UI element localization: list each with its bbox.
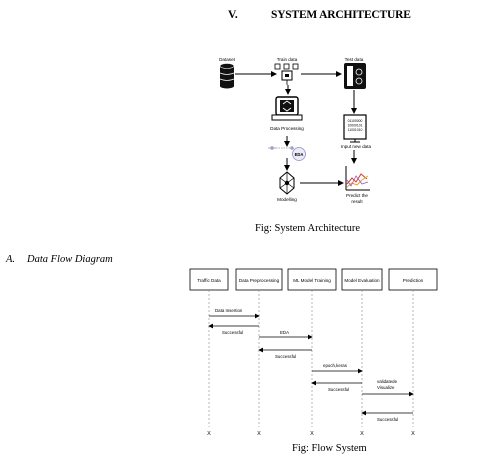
predict-label-line1: Predict the [346,193,368,198]
test-data-icon [344,63,366,89]
end-mark-data-preprocessing: X [257,431,261,437]
message-data-insertion: Data Insertion [215,308,243,313]
flow-system-diagram: Traffic Data Data Preprocessing ML Model… [189,268,438,437]
end-mark-model-evaluation: X [360,431,364,437]
binary-line-2: 10000101 [347,124,362,128]
binary-line-1: 01100000 [348,119,363,123]
section-number: V. [228,9,238,21]
section-title: SYSTEM ARCHITECTURE [271,9,411,21]
message-successful-3: Successful [328,387,349,392]
lane-label-model-evaluation: Model Evaluation [344,278,380,283]
input-data-icon [343,114,367,143]
message-validatede: validatede [377,379,398,384]
line-chart-icon [345,166,370,191]
message-successful-2: Successful [275,354,296,359]
data-processing-label: Data Processing [270,126,304,131]
modelling-icon [279,171,295,195]
end-mark-prediction: X [411,431,415,437]
flow-caption: Fig: Flow System [292,443,367,454]
database-icon [219,63,235,89]
architecture-caption: Fig: System Architecture [255,223,360,234]
end-mark-ml-model-training: X [310,431,314,437]
predict-label-line2: result [351,199,363,204]
message-visualize: Visualize [377,385,395,390]
message-eda: EDA [280,330,289,335]
lane-label-traffic-data: Traffic Data [197,278,221,283]
lane-label-data-preprocessing: Data Preprocessing [239,278,280,283]
subsection-title: Data Flow Diagram [27,254,113,265]
train-data-label: Train data [277,57,298,62]
dataset-label: Dataset [219,57,236,62]
message-epoch-keras: epoch,keras [323,363,348,368]
binary-line-3: 11001010 [348,128,363,132]
message-successful-1: Successful [222,330,243,335]
eda-label: EDA [295,152,304,157]
lane-label-prediction: Prediction [403,278,424,283]
input-new-data-label: Input new data [341,144,372,149]
message-successful-4: Successful [377,417,398,422]
lane-label-ml-model-training: ML Model Training [293,278,331,283]
end-mark-traffic-data: X [207,431,211,437]
test-data-label: Test data [345,57,364,62]
eda-icon [268,146,306,161]
modelling-label: Modelling [277,197,297,202]
data-processing-icon [271,96,303,121]
system-architecture-figure: Dataset Train data Test data Data Proces… [219,57,372,204]
train-data-icon [274,63,299,85]
subsection-letter: A. [6,254,16,265]
